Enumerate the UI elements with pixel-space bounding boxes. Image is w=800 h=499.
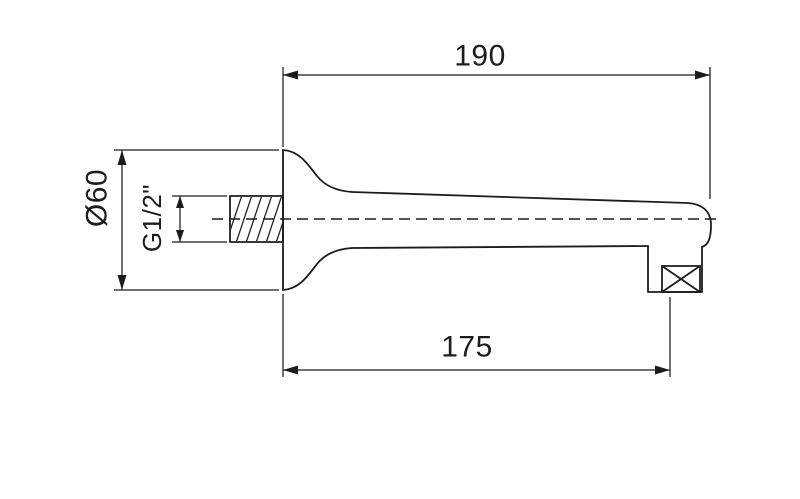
arrowhead: [117, 150, 127, 165]
spout-body: [351, 191, 712, 249]
arrowhead: [283, 70, 298, 80]
spout-bottom-edge: [351, 245, 649, 249]
arrowhead: [695, 70, 710, 80]
wall-flange: [282, 149, 353, 291]
dimension-overall-length: 190: [282, 40, 711, 199]
aerator-box: [661, 265, 701, 293]
dim-label-outlet-distance: 175: [441, 331, 493, 364]
spout-top-edge: [351, 191, 712, 248]
dim-label-flange-diameter: Ø60: [81, 169, 114, 227]
hatch-line: [266, 197, 282, 241]
thread-hatching: [231, 197, 282, 241]
hatch-line: [231, 197, 242, 230]
hatch-line: [256, 197, 272, 241]
flange-top-curve: [282, 149, 353, 193]
threaded-nipple: [229, 195, 284, 243]
flange-bottom-curve: [282, 247, 353, 291]
arrowhead: [176, 196, 184, 208]
dim-label-overall-length: 190: [454, 40, 506, 73]
dimension-inlet-thread: G1/2": [137, 184, 227, 252]
arrowhead: [655, 365, 670, 375]
outlet-housing-outline: [647, 245, 703, 293]
hatch-line: [246, 197, 262, 241]
hatch-line: [276, 223, 282, 241]
dim-label-inlet-thread: G1/2": [137, 184, 167, 252]
dimension-outlet-distance: 175: [282, 294, 671, 377]
aerator-symbol: [661, 265, 701, 293]
aerator-cross-line: [661, 265, 701, 293]
hatch-line: [236, 197, 252, 241]
arrowhead: [117, 275, 127, 290]
arrowhead: [176, 230, 184, 242]
dimension-flange-diameter: Ø60: [81, 149, 279, 291]
outlet-housing: [647, 245, 703, 293]
arrowhead: [283, 365, 298, 375]
